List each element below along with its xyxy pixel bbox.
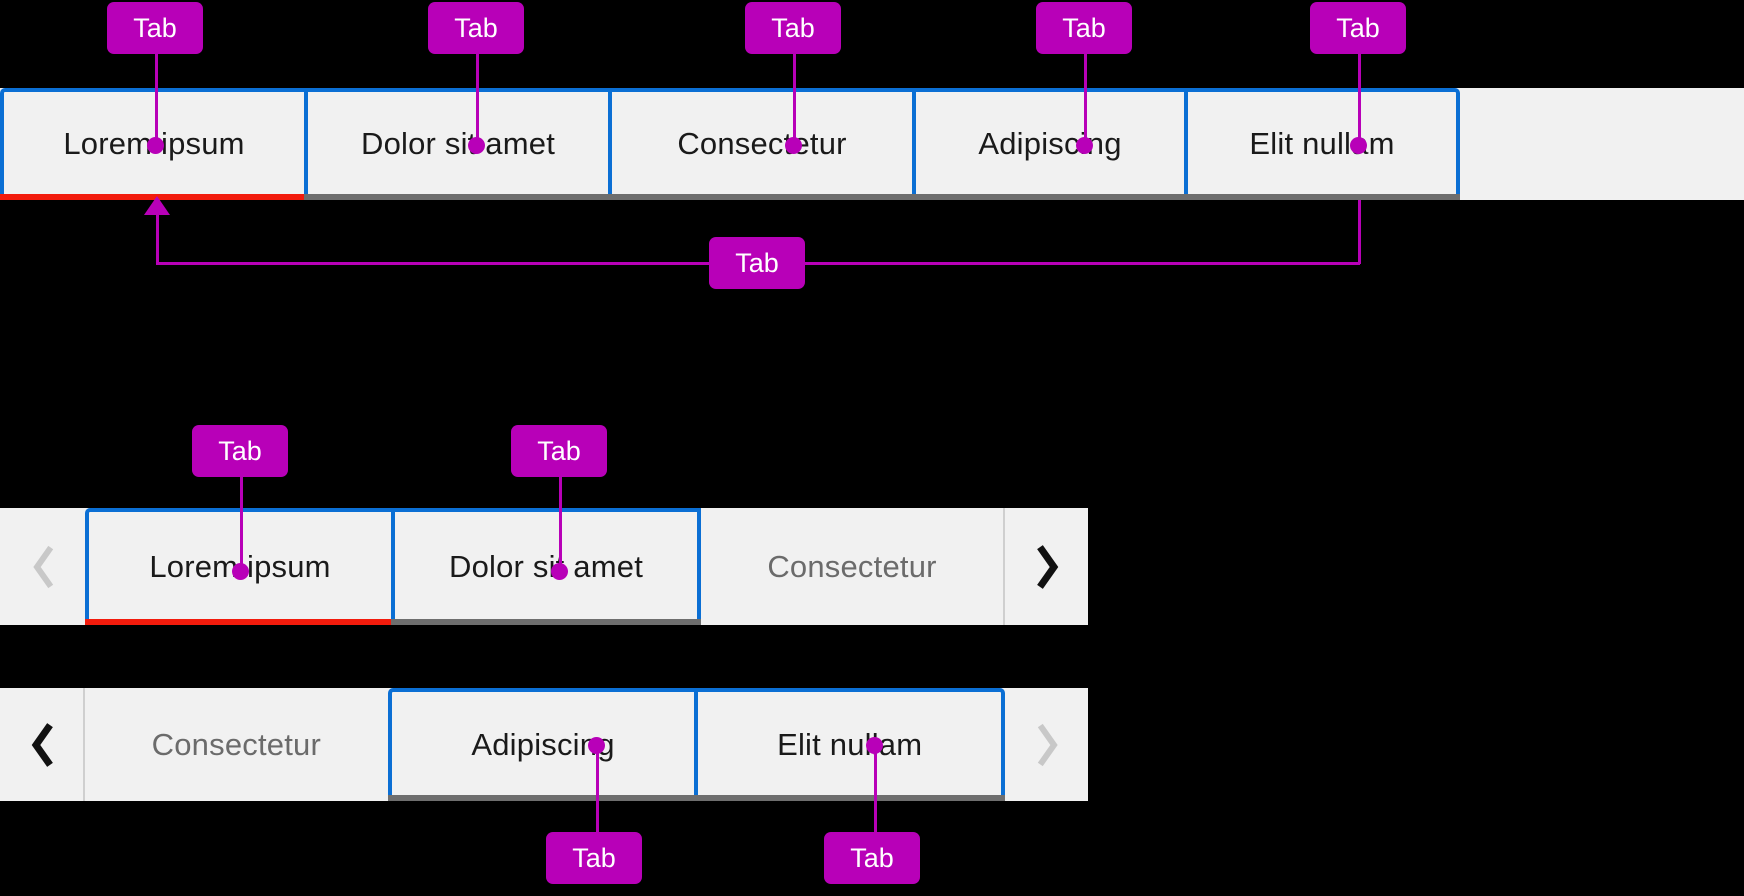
tab-label: Adipiscing (978, 126, 1122, 161)
callout-label: Tab (1336, 12, 1380, 43)
tab-elit-nullam[interactable]: Elit nullam (1184, 88, 1460, 200)
callout-tab-10: Tab (824, 832, 920, 884)
callout-anchor-dot-7 (232, 563, 249, 580)
callout-leader-7 (240, 475, 243, 571)
tab-bottom-border (304, 194, 612, 200)
tab-lorem-ipsum[interactable]: Lorem ipsum (0, 88, 308, 200)
tab-label: Consectetur (151, 726, 321, 762)
callout-anchor-dot-3 (785, 137, 802, 154)
chevron-right-icon (1036, 544, 1058, 589)
callout-leader-4 (1084, 52, 1087, 146)
scroll-button-divider (1003, 508, 1005, 625)
callout-tab-3: Tab (745, 2, 841, 54)
tab-bottom-border (387, 795, 699, 801)
callout-leader-3 (793, 52, 796, 146)
full-width-tab-bar: Lorem ipsum Dolor sit amet Consectetur A… (0, 88, 1744, 200)
callout-leader-5 (1358, 52, 1361, 146)
chevron-left-icon (32, 545, 53, 588)
tab-bottom-border (912, 194, 1188, 200)
scrollable-tab-bar-end: Consectetur Adipiscing Elit nullam (0, 688, 1089, 801)
callout-label: Tab (771, 12, 815, 43)
callout-tab-8: Tab (511, 425, 607, 477)
scroll-next-button[interactable] (1005, 688, 1089, 801)
tab-label: Consectetur (767, 548, 937, 584)
callout-label: Tab (133, 12, 177, 43)
callout-label: Tab (454, 12, 498, 43)
callout-tab-6: Tab (709, 237, 805, 289)
tab-bar-empty-space (1460, 88, 1744, 200)
tab-label: Elit nullam (777, 726, 923, 762)
tab-elit-nullam[interactable]: Elit nullam (694, 688, 1006, 801)
callout-leader-10 (874, 745, 877, 835)
callout-label: Tab (537, 435, 581, 466)
scroll-prev-button[interactable] (0, 508, 85, 625)
tab-label: Elit nullam (1249, 126, 1395, 161)
tab-label: Dolor sit amet (448, 548, 644, 584)
callout-tab-5: Tab (1310, 2, 1406, 54)
tab-consectetur[interactable]: Consectetur (701, 508, 1003, 625)
tab-consectetur[interactable]: Consectetur (85, 688, 388, 801)
tab-label: Dolor sit amet (360, 126, 556, 161)
tab-consectetur[interactable]: Consectetur (608, 88, 916, 200)
callout-leader-6-right-stem (1358, 200, 1361, 264)
scroll-prev-button[interactable] (0, 688, 83, 801)
scroll-next-button[interactable] (1005, 508, 1088, 625)
callout-anchor-dot-8 (551, 563, 568, 580)
callout-label: Tab (850, 842, 894, 873)
tab-bottom-border (694, 795, 1006, 801)
chevron-right-icon (1037, 723, 1058, 766)
tab-bottom-border (608, 194, 916, 200)
tab-dolor-sit-amet[interactable]: Dolor sit amet (304, 88, 612, 200)
callout-leader-6-left-stem (156, 212, 159, 264)
tab-dolor-sit-amet[interactable]: Dolor sit amet (391, 508, 701, 625)
scroll-button-divider (83, 688, 85, 801)
callout-tab-2: Tab (428, 2, 524, 54)
scrollable-tab-bar-start: Lorem ipsum Dolor sit amet Consectetur (0, 508, 1088, 625)
callout-tab-9: Tab (546, 832, 642, 884)
tab-bottom-border (391, 619, 701, 625)
callout-anchor-dot-1 (147, 137, 164, 154)
callout-tab-4: Tab (1036, 2, 1132, 54)
callout-anchor-dot-4 (1076, 137, 1093, 154)
callout-label: Tab (1062, 12, 1106, 43)
callout-leader-9 (596, 745, 599, 835)
chevron-left-icon (31, 722, 53, 767)
callout-anchor-dot-2 (468, 137, 485, 154)
callout-label: Tab (735, 247, 779, 278)
callout-arrowhead-6 (144, 196, 170, 215)
callout-label: Tab (218, 435, 262, 466)
callout-tab-7: Tab (192, 425, 288, 477)
callout-leader-8 (559, 475, 562, 571)
tab-label: Consectetur (677, 126, 847, 161)
tab-adipiscing[interactable]: Adipiscing (912, 88, 1188, 200)
active-tab-indicator (85, 619, 395, 625)
callout-tab-1: Tab (107, 2, 203, 54)
callout-anchor-dot-5 (1350, 137, 1367, 154)
tab-bottom-border (1184, 194, 1460, 200)
callout-label: Tab (572, 842, 616, 873)
callout-leader-1 (155, 52, 158, 146)
callout-leader-2 (476, 52, 479, 146)
tab-adipiscing[interactable]: Adipiscing (387, 688, 699, 801)
